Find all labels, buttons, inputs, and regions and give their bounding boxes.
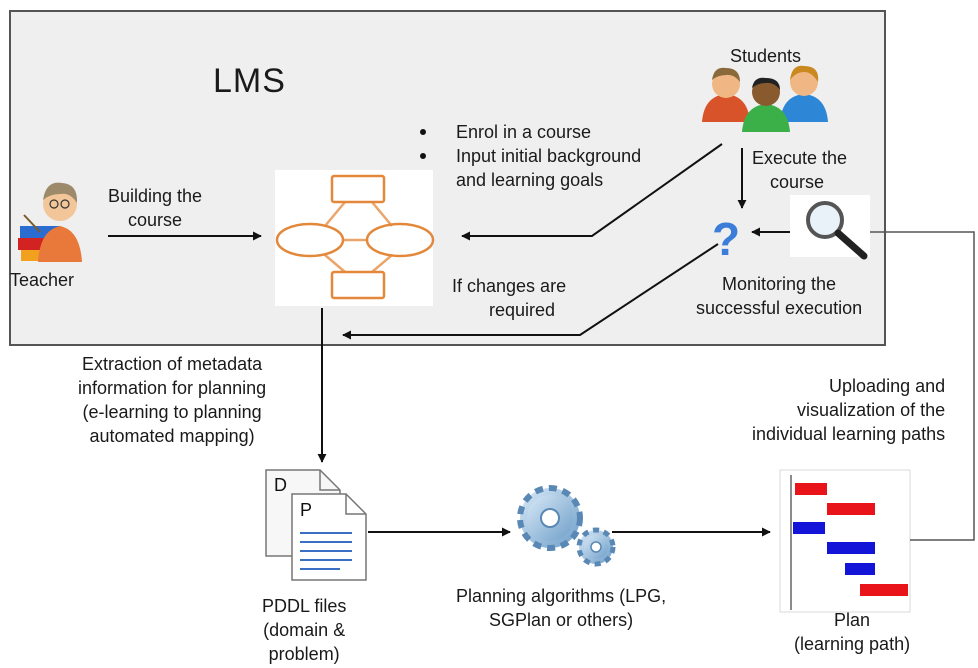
uploading-line: visualization of the xyxy=(797,400,946,420)
gears-icon xyxy=(517,485,616,567)
students-icon xyxy=(702,65,828,132)
lms-container xyxy=(9,10,886,346)
building-course-label: Building the course xyxy=(108,184,202,232)
pddl-files-label: PDDL files (domain & problem) xyxy=(262,594,346,666)
extraction-line: Extraction of metadata xyxy=(82,354,263,374)
list-item: Input initial background xyxy=(418,144,641,168)
pddl-line: problem) xyxy=(268,644,340,664)
plan-line: (learning path) xyxy=(794,634,911,654)
input-background-text: Input initial background xyxy=(456,146,642,166)
line-plan-to-lms xyxy=(870,231,975,541)
problem-doc-letter: P xyxy=(300,500,312,520)
magnifier-icon xyxy=(790,195,870,260)
execute-course-line: course xyxy=(770,172,825,192)
bullet-icon xyxy=(420,153,426,159)
lms-title: LMS xyxy=(213,62,286,100)
planning-line: Planning algorithms (LPG, xyxy=(456,586,667,606)
planning-algorithms-label: Planning algorithms (LPG, SGPlan or othe… xyxy=(456,584,666,632)
domain-doc-letter: D xyxy=(274,475,287,495)
building-course-line: course xyxy=(128,210,183,230)
monitoring-line: Monitoring the xyxy=(722,274,837,294)
extraction-line: information for planning xyxy=(78,378,267,398)
input-background-text-cont: and learning goals xyxy=(456,170,604,190)
execute-course-line: Execute the xyxy=(752,148,848,168)
changes-required-line: required xyxy=(489,300,556,320)
uploading-label: Uploading and visualization of the indiv… xyxy=(752,374,945,446)
pddl-files-icon: D P xyxy=(265,469,367,581)
course-flowchart-icon xyxy=(275,170,435,306)
teacher-icon xyxy=(18,182,82,262)
plan-label: Plan (learning path) xyxy=(794,608,910,656)
extraction-line: automated mapping) xyxy=(89,426,255,446)
arrow-changes-required xyxy=(342,243,719,340)
building-course-line: Building the xyxy=(108,186,203,206)
student-actions-list: Enrol in a course Input initial backgrou… xyxy=(418,120,641,192)
plan-line: Plan xyxy=(834,610,871,630)
uploading-line: Uploading and xyxy=(829,376,946,396)
changes-required-label: If changes are required xyxy=(452,274,566,322)
plan-gantt-icon xyxy=(779,469,911,613)
bullet-icon xyxy=(420,129,426,135)
pddl-line: (domain & xyxy=(263,620,346,640)
monitoring-line: successful execution xyxy=(696,298,863,318)
extraction-line: (e-learning to planning xyxy=(82,402,262,422)
execute-course-label: Execute the course xyxy=(752,146,847,194)
pddl-line: PDDL files xyxy=(262,596,347,616)
planning-line: SGPlan or others) xyxy=(489,610,634,630)
monitoring-label: Monitoring the successful execution xyxy=(696,272,862,320)
uploading-line: individual learning paths xyxy=(752,424,946,444)
enrol-text: Enrol in a course xyxy=(456,122,592,142)
question-mark-icon: ? xyxy=(712,213,740,265)
teacher-label: Teacher xyxy=(10,270,75,290)
changes-required-line: If changes are xyxy=(452,276,567,296)
arrow-students-to-course xyxy=(461,143,723,241)
extraction-label: Extraction of metadata information for p… xyxy=(78,352,266,448)
list-item: Enrol in a course xyxy=(418,120,641,144)
students-label: Students xyxy=(730,46,802,66)
